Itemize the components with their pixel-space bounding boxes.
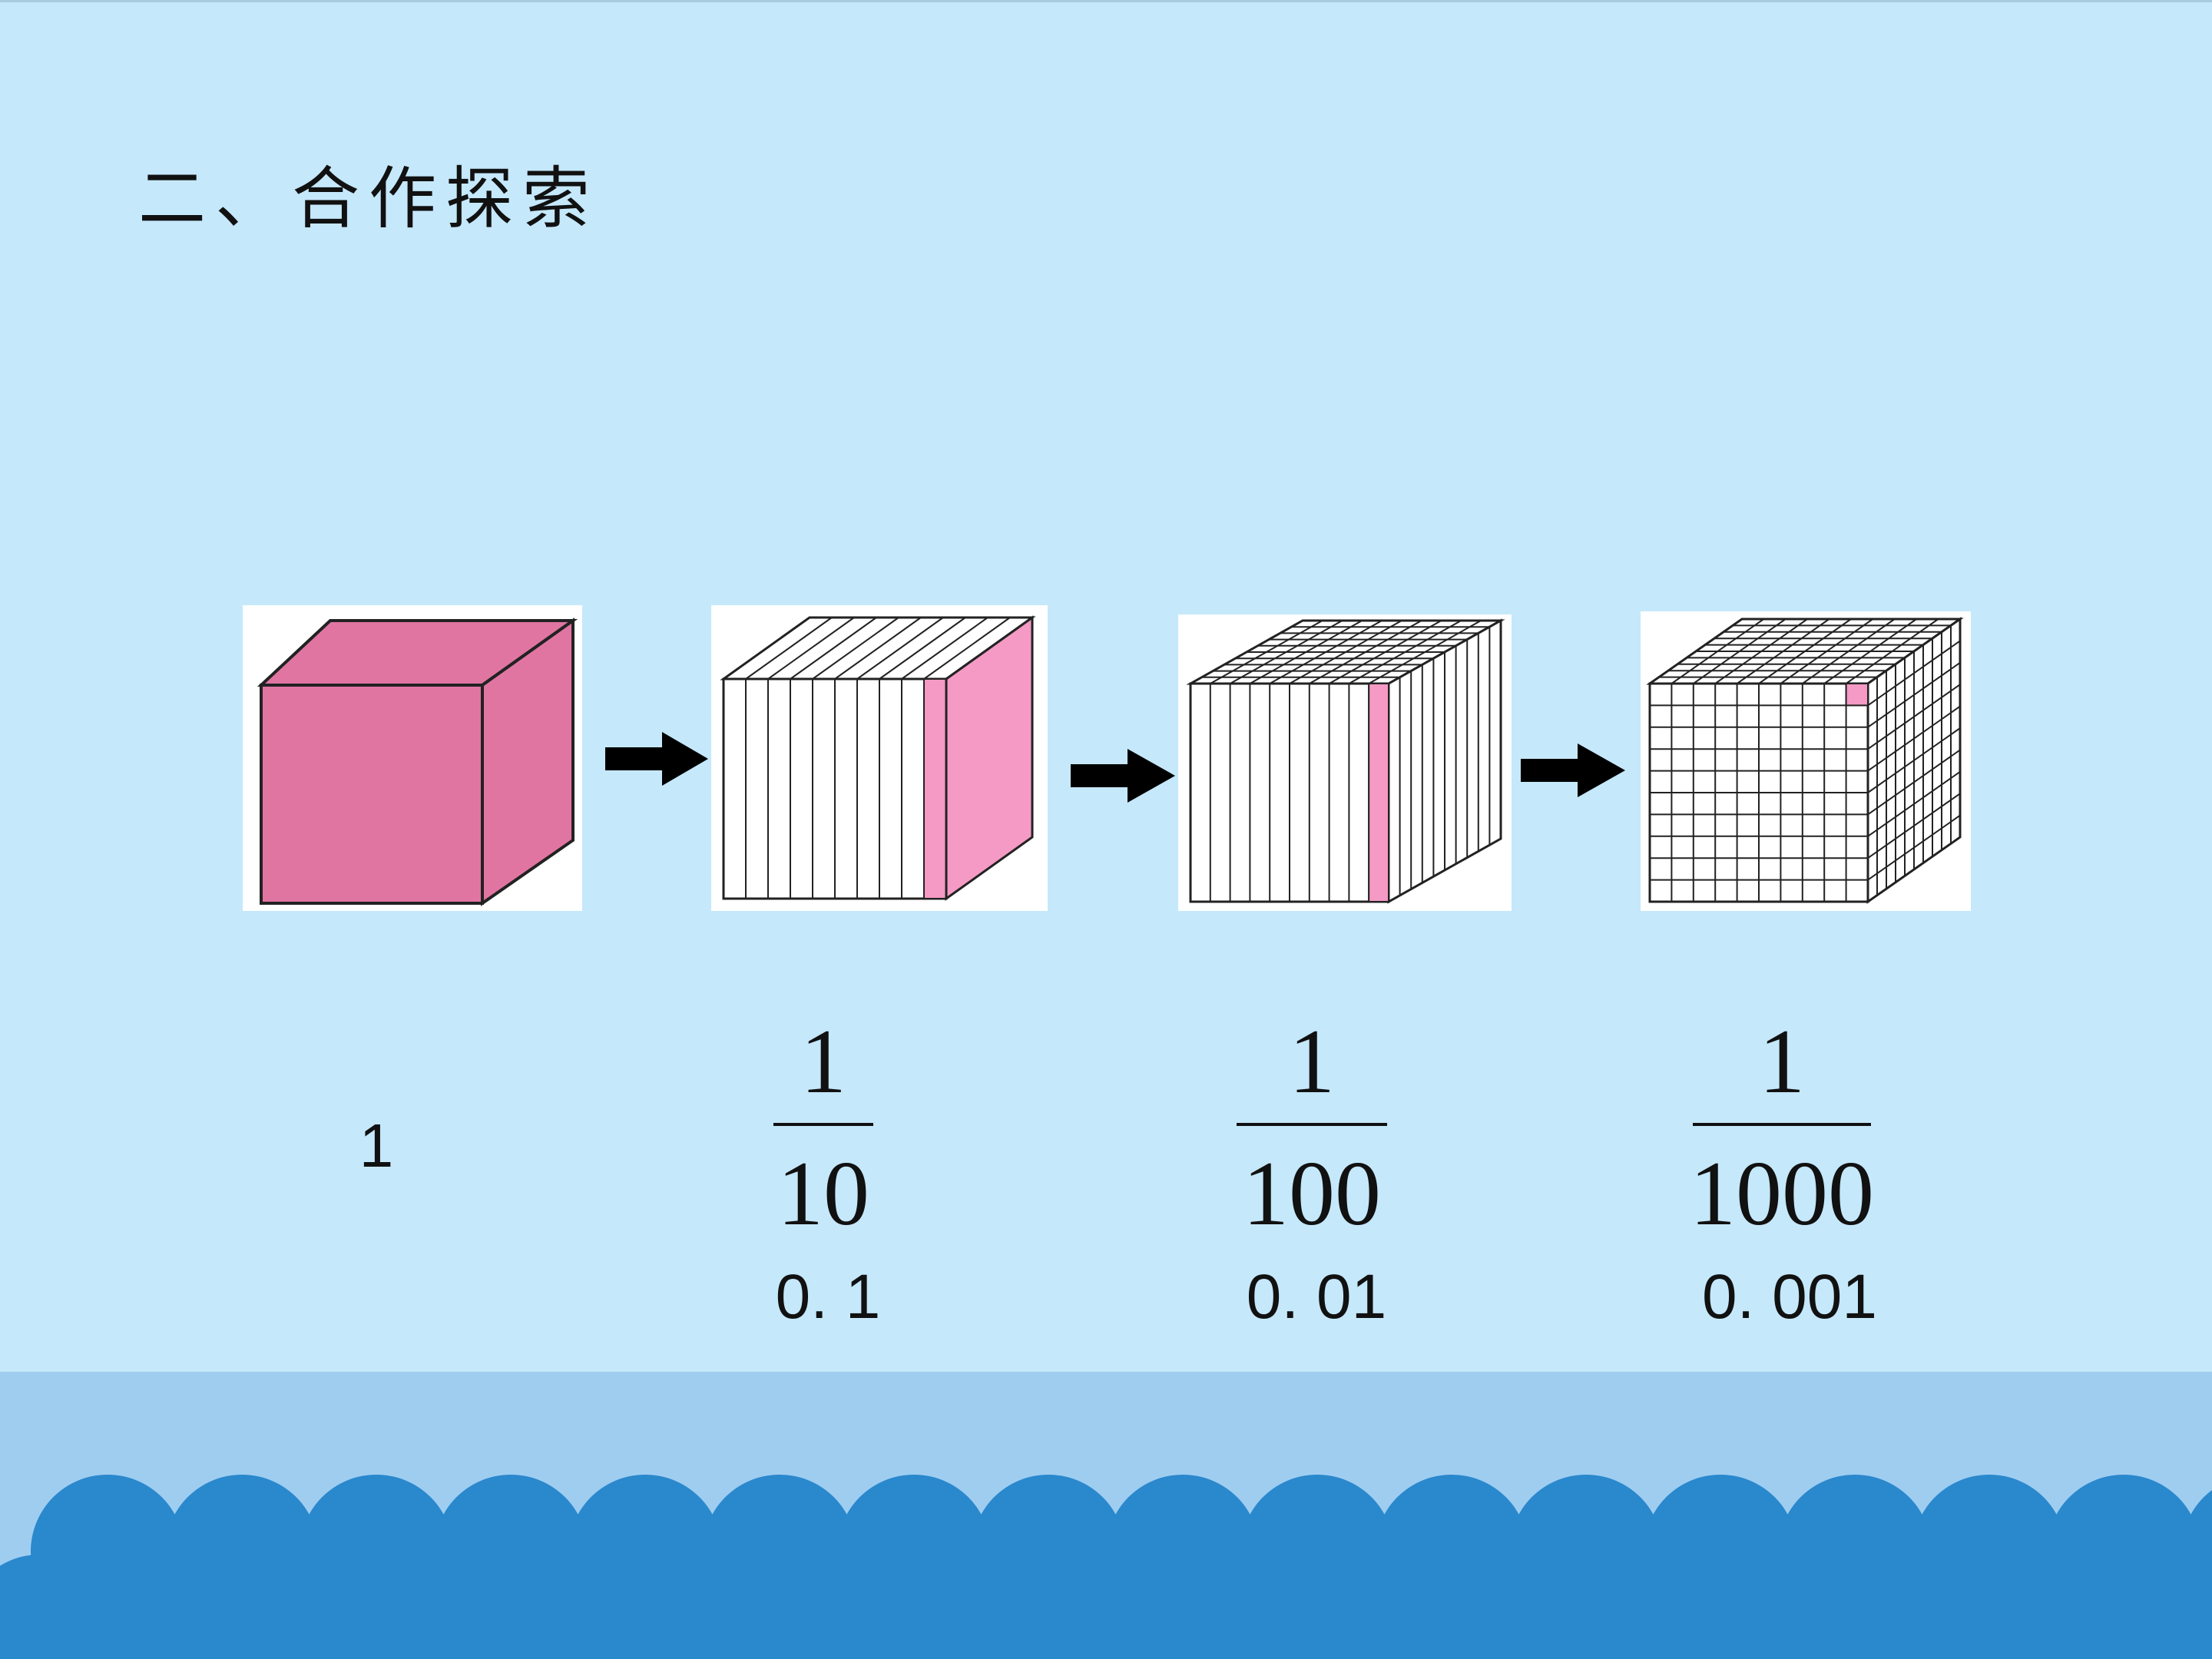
fraction-denominator: 100 xyxy=(1243,1142,1381,1244)
slice-edge xyxy=(745,617,833,680)
wave-bump xyxy=(1038,1555,1192,1659)
top-grid-line xyxy=(1309,620,1422,684)
highlighted-small-cube xyxy=(1845,683,1869,707)
wave-bump xyxy=(635,1555,789,1659)
top-grid-line xyxy=(1846,618,1939,684)
wave-bump xyxy=(0,1555,117,1659)
wave-bump xyxy=(1845,1555,1998,1659)
side-grid-line xyxy=(1867,793,1961,859)
fraction-thousandth: 1 1000 xyxy=(1659,1015,1905,1240)
wave-bump xyxy=(98,1555,251,1659)
top-grid-line xyxy=(1802,618,1896,684)
wave-bump xyxy=(232,1555,386,1659)
wave-bump xyxy=(770,1555,923,1659)
wave-bump xyxy=(366,1555,520,1659)
side-grid-line xyxy=(1867,727,1961,793)
wave-bump xyxy=(1307,1555,1461,1659)
thousandths-cube xyxy=(1641,611,1971,911)
slice-edge xyxy=(856,617,944,680)
whole-cube xyxy=(243,605,582,911)
wave-row-front xyxy=(0,1555,2212,1659)
fraction-denominator: 1000 xyxy=(1690,1142,1874,1244)
highlighted-rod xyxy=(1368,683,1389,902)
wave-decoration xyxy=(0,1372,2212,1659)
tenths-cube xyxy=(711,605,1048,911)
fraction-bar xyxy=(773,1123,873,1126)
top-grid-line xyxy=(1368,620,1482,684)
cube-side-face xyxy=(945,615,1034,901)
decimal-tenth: 0. 1 xyxy=(775,1262,881,1332)
side-grid-line xyxy=(1867,749,1961,816)
arrow-right-icon xyxy=(605,732,708,786)
wave-bump xyxy=(2114,1555,2212,1659)
wave-bump xyxy=(501,1555,654,1659)
arrow-right-icon xyxy=(1071,749,1175,803)
fraction-numerator: 1 xyxy=(1289,1010,1335,1112)
slice-edge xyxy=(790,617,877,680)
decimal-hundredth: 0. 01 xyxy=(1246,1262,1387,1332)
fraction-bar xyxy=(1237,1123,1387,1126)
wave-bump xyxy=(1442,1555,1595,1659)
section-heading: 二、合作探索 xyxy=(138,159,600,238)
wave-bump xyxy=(1979,1555,2133,1659)
arrow-right-icon xyxy=(1521,743,1625,797)
wave-bump xyxy=(1173,1555,1326,1659)
fraction-denominator: 10 xyxy=(777,1142,869,1244)
fraction-numerator: 1 xyxy=(1759,1010,1805,1112)
whole-label: 1 xyxy=(359,1111,394,1180)
fraction-hundredth: 1 100 xyxy=(1189,1015,1435,1240)
slice-edge xyxy=(812,617,899,680)
side-grid-line xyxy=(1867,814,1961,881)
slice-edge xyxy=(879,617,966,680)
top-grid-line xyxy=(1348,620,1462,684)
decimal-thousandth: 0. 001 xyxy=(1702,1262,1877,1332)
slice-edge xyxy=(834,617,922,680)
wave-bump xyxy=(904,1555,1058,1659)
wave-bump xyxy=(1576,1555,1730,1659)
slice-edge xyxy=(901,617,988,680)
slice-edge xyxy=(767,617,855,680)
fraction-tenth: 1 10 xyxy=(700,1015,946,1240)
wave-bump xyxy=(1710,1555,1864,1659)
slice-edge xyxy=(923,617,1011,680)
top-edge-line xyxy=(0,0,2212,2)
top-grid-line xyxy=(1823,618,1917,684)
hundredths-cube xyxy=(1178,614,1512,911)
highlighted-slice xyxy=(923,678,947,899)
cube-diagram xyxy=(243,605,1971,911)
side-grid-line xyxy=(1867,770,1961,837)
fraction-bar xyxy=(1693,1123,1871,1126)
top-grid-line xyxy=(1329,620,1442,684)
fraction-numerator: 1 xyxy=(800,1010,846,1112)
top-grid-line xyxy=(1780,618,1873,684)
